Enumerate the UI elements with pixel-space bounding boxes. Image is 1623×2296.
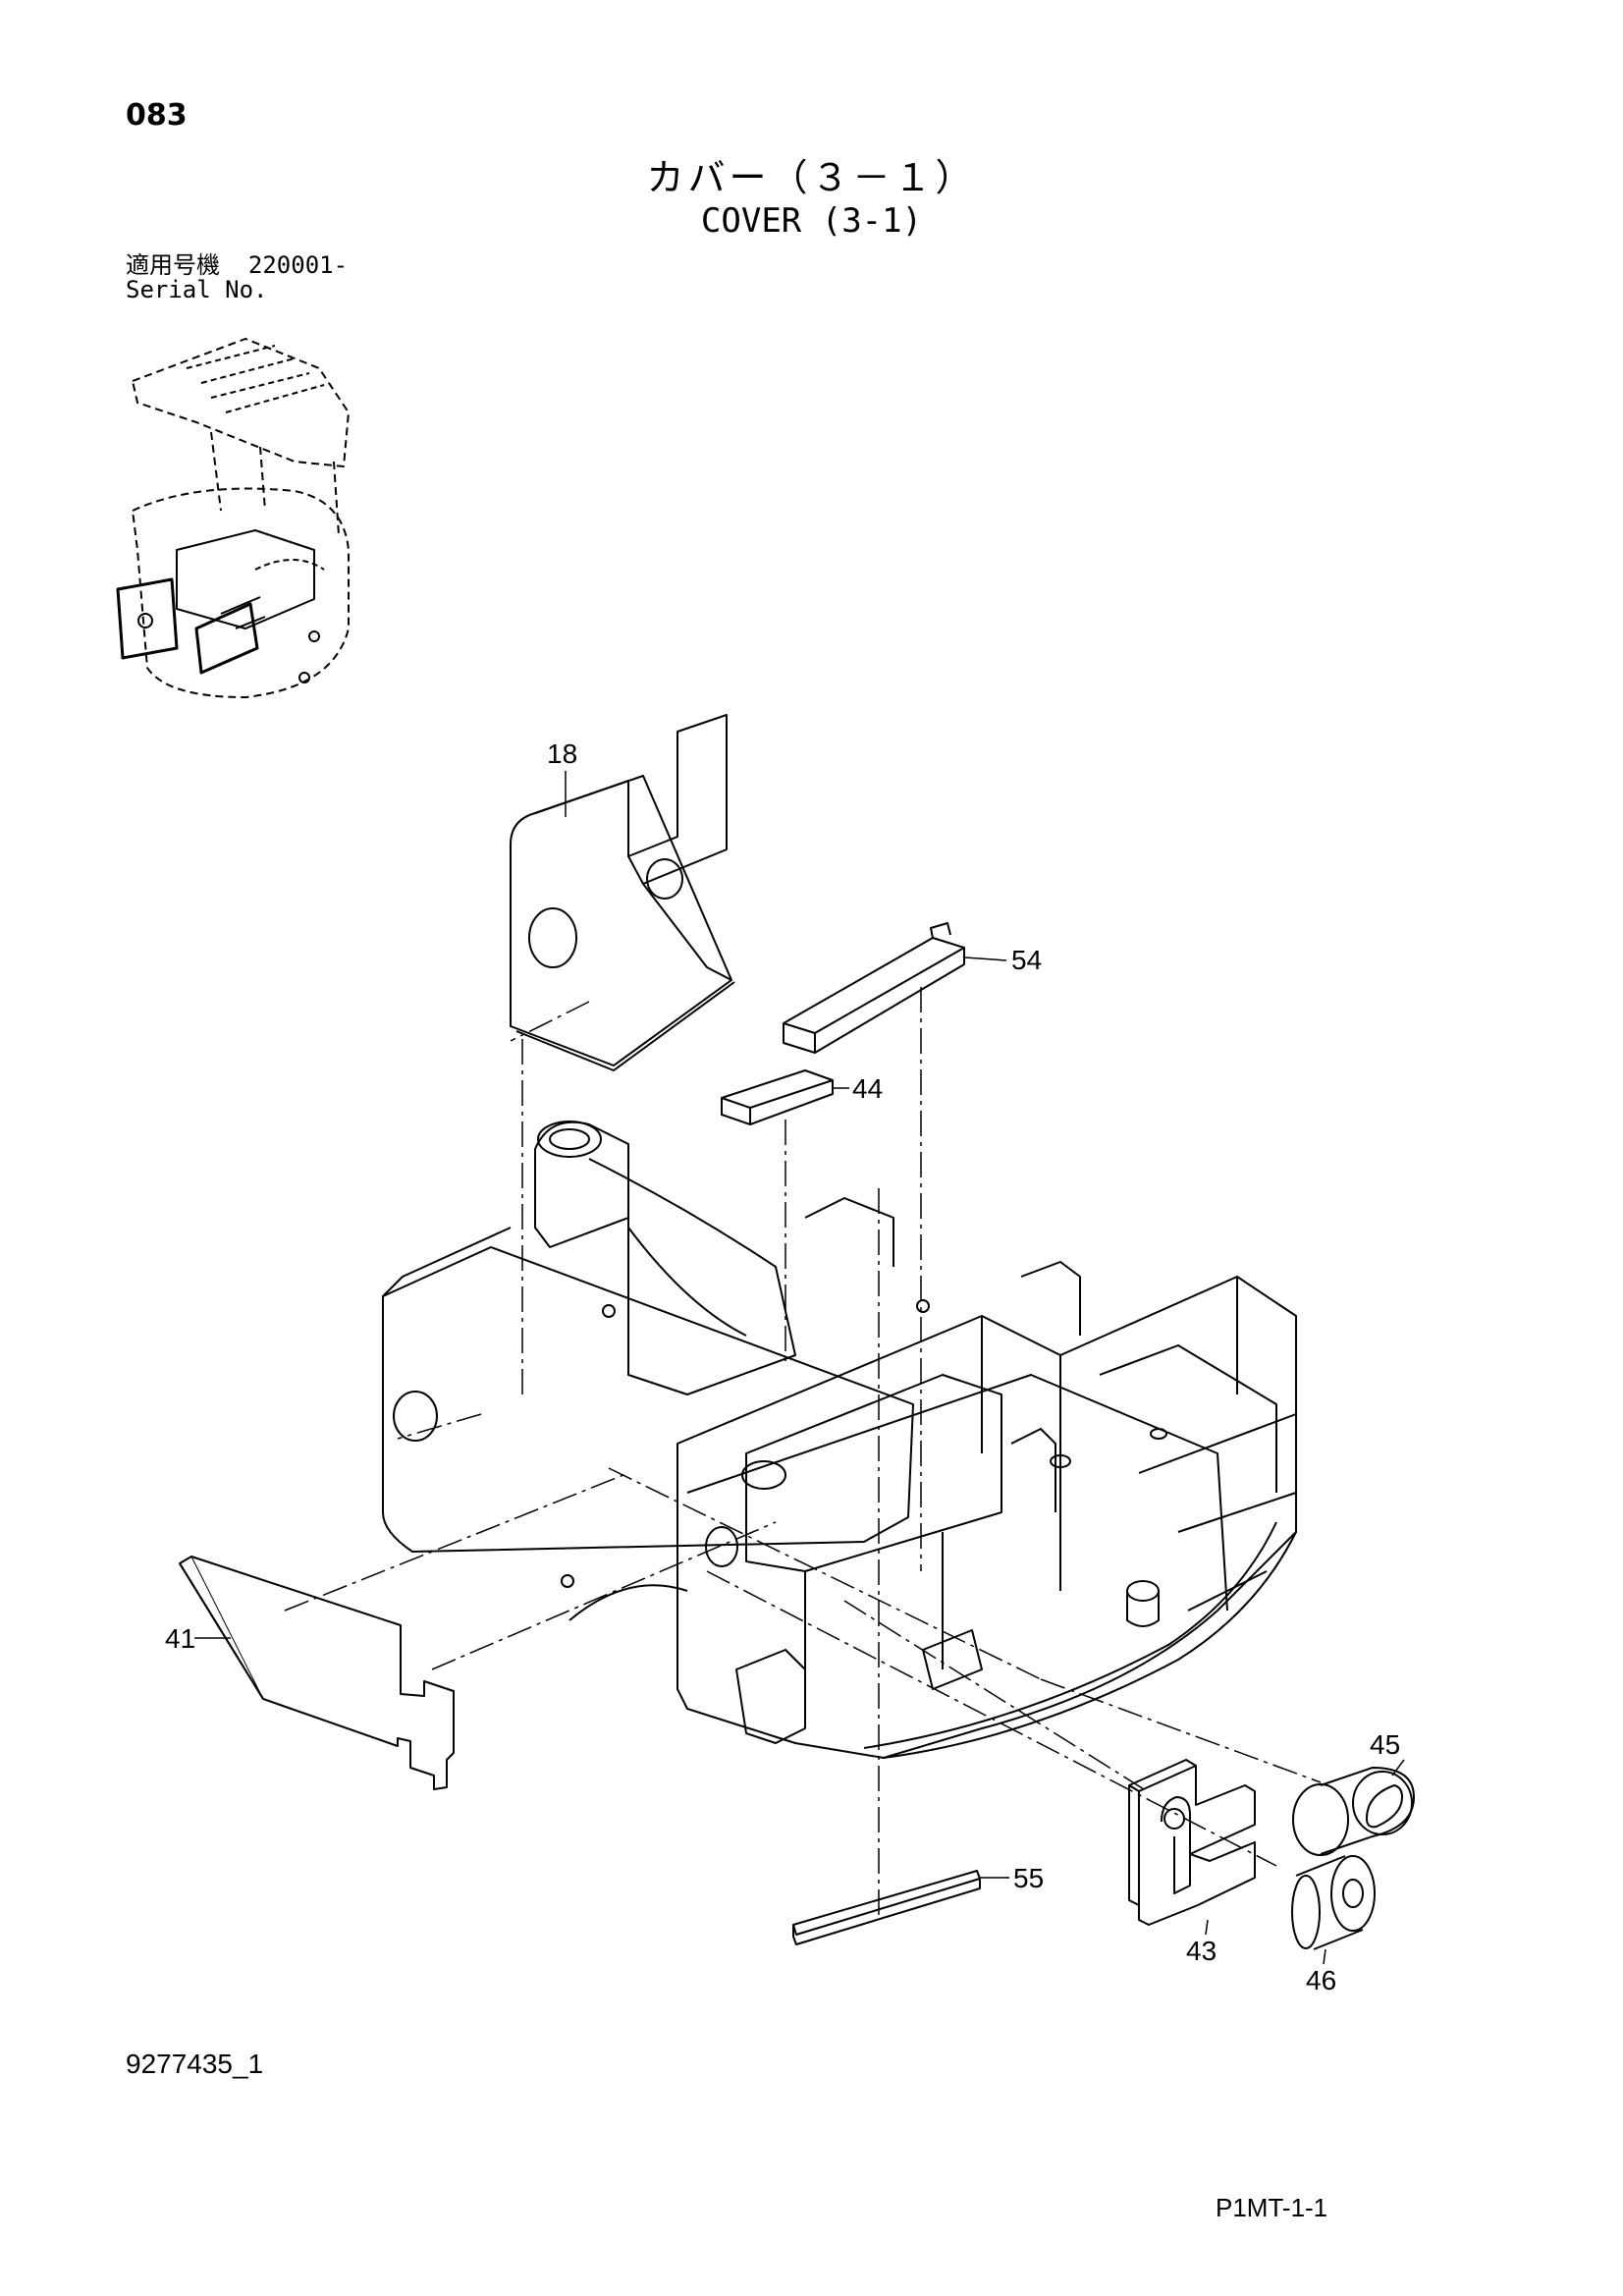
- reference-code: P1MT-1-1: [1216, 2193, 1328, 2222]
- page-title-english: COVER (3-1): [700, 201, 923, 241]
- callout-44: 44: [852, 1073, 883, 1104]
- part-54-bar: [783, 922, 965, 1054]
- part-44-block: [721, 1069, 834, 1125]
- document-id: 9277435_1: [126, 2049, 264, 2079]
- part-41-plate: [179, 1556, 455, 1790]
- callout-43: 43: [1186, 1936, 1217, 1966]
- serial-label-jp: 適用号機: [126, 251, 220, 279]
- callout-18: 18: [547, 738, 577, 769]
- callout-41: 41: [165, 1623, 195, 1654]
- callout-55: 55: [1013, 1863, 1044, 1893]
- serial-label-en: Serial No.: [126, 276, 268, 303]
- machine-overview-thumbnail: [116, 338, 350, 698]
- serial-value: 220001-: [247, 251, 349, 279]
- part-43-bracket: [1128, 1759, 1256, 1926]
- serial-info: 適用号機 220001- Serial No.: [126, 253, 348, 302]
- callout-46: 46: [1306, 1965, 1336, 1995]
- part-46-cylinder: [1291, 1855, 1376, 1950]
- assembly-lines: [284, 987, 1322, 1920]
- serial-row-jp: 適用号機 220001-: [126, 253, 348, 278]
- page-number: 083: [126, 98, 188, 133]
- main-frame: [382, 1121, 1297, 1759]
- leader-lines: [194, 771, 1405, 1965]
- part-55-strip: [792, 1870, 981, 1945]
- part-45-bushing: [1292, 1767, 1415, 1856]
- page-title-japanese: カバー（３－１）: [646, 156, 977, 199]
- part-18-cover-plate: [510, 714, 735, 1071]
- callout-45: 45: [1370, 1729, 1400, 1760]
- callout-54: 54: [1011, 945, 1042, 975]
